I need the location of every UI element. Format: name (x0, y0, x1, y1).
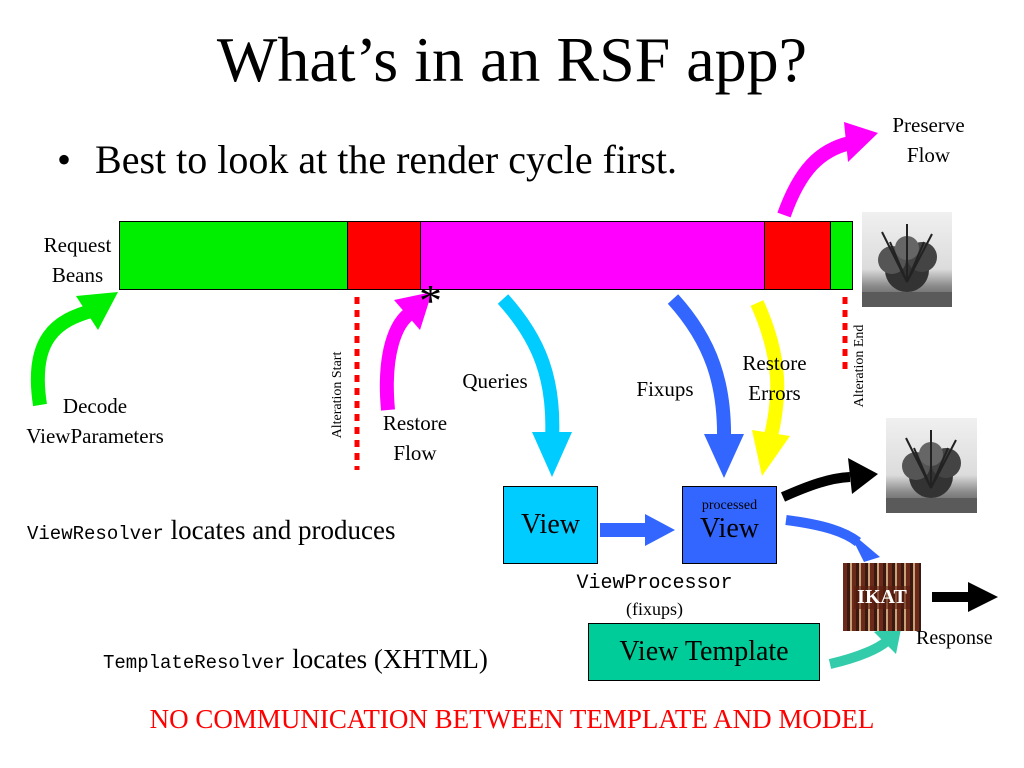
render-bar-segment (764, 222, 831, 289)
fixups-paren-label: (fixups) (626, 599, 683, 619)
template-resolver-line: TemplateResolver locates (XHTML) (103, 643, 488, 679)
view-process-arrow (600, 514, 675, 546)
view-box: View (503, 486, 598, 564)
render-bar-segment (120, 222, 347, 289)
alteration-end-label: Alteration End (852, 324, 867, 408)
queries-label: Queries (462, 369, 528, 393)
restore-errors-arrow (750, 300, 790, 476)
ikat-logo: IKAT (843, 563, 921, 631)
bullet-symbol: • (57, 137, 72, 182)
view-resolver-text: locates and produces (170, 515, 396, 545)
to-explosion-arrow (780, 458, 878, 502)
explosion-image (886, 418, 977, 513)
queries-arrow (497, 294, 572, 477)
fixups-label: Fixups (636, 377, 694, 401)
render-bar-segment (420, 222, 765, 289)
template-to-ikat-arrow (828, 624, 902, 669)
template-resolver-text: locates (XHTML) (292, 644, 488, 674)
explosion-image (862, 212, 952, 307)
warning-text: NO COMMUNICATION BETWEEN TEMPLATE AND MO… (149, 704, 875, 734)
bullet-text: Best to look at the render cycle first. (95, 137, 678, 182)
render-bar-segment (830, 222, 852, 289)
view-processor-label: ViewProcessor (576, 572, 733, 595)
response-arrow (932, 582, 998, 612)
bullet-point: • Best to look at the render cycle first… (57, 140, 677, 180)
view-template-box: View Template (588, 623, 820, 681)
processed-label: processed (701, 498, 758, 513)
render-bar-segment (346, 222, 421, 289)
response-label: Response (916, 627, 993, 649)
restore-flow-arrow (379, 292, 432, 411)
ikat-logo-text: IKAT (854, 585, 910, 609)
slide-title: What’s in an RSF app? (216, 24, 808, 95)
processed-view-label: View (700, 513, 759, 544)
decode-arrow (30, 292, 118, 407)
render-cycle-bar (119, 221, 853, 290)
template-resolver-code: TemplateResolver (103, 652, 286, 674)
alteration-start-label: Alteration Start (330, 351, 345, 439)
to-ikat-arrow (785, 515, 880, 562)
view-resolver-line: ViewResolver locates and produces (27, 514, 396, 550)
processed-view-box: processed View (682, 486, 777, 564)
view-resolver-code: ViewResolver (27, 523, 164, 545)
fixups-arrow (667, 294, 744, 478)
asterisk-marker: * (419, 275, 442, 326)
preserve-flow-arrow (777, 122, 878, 218)
